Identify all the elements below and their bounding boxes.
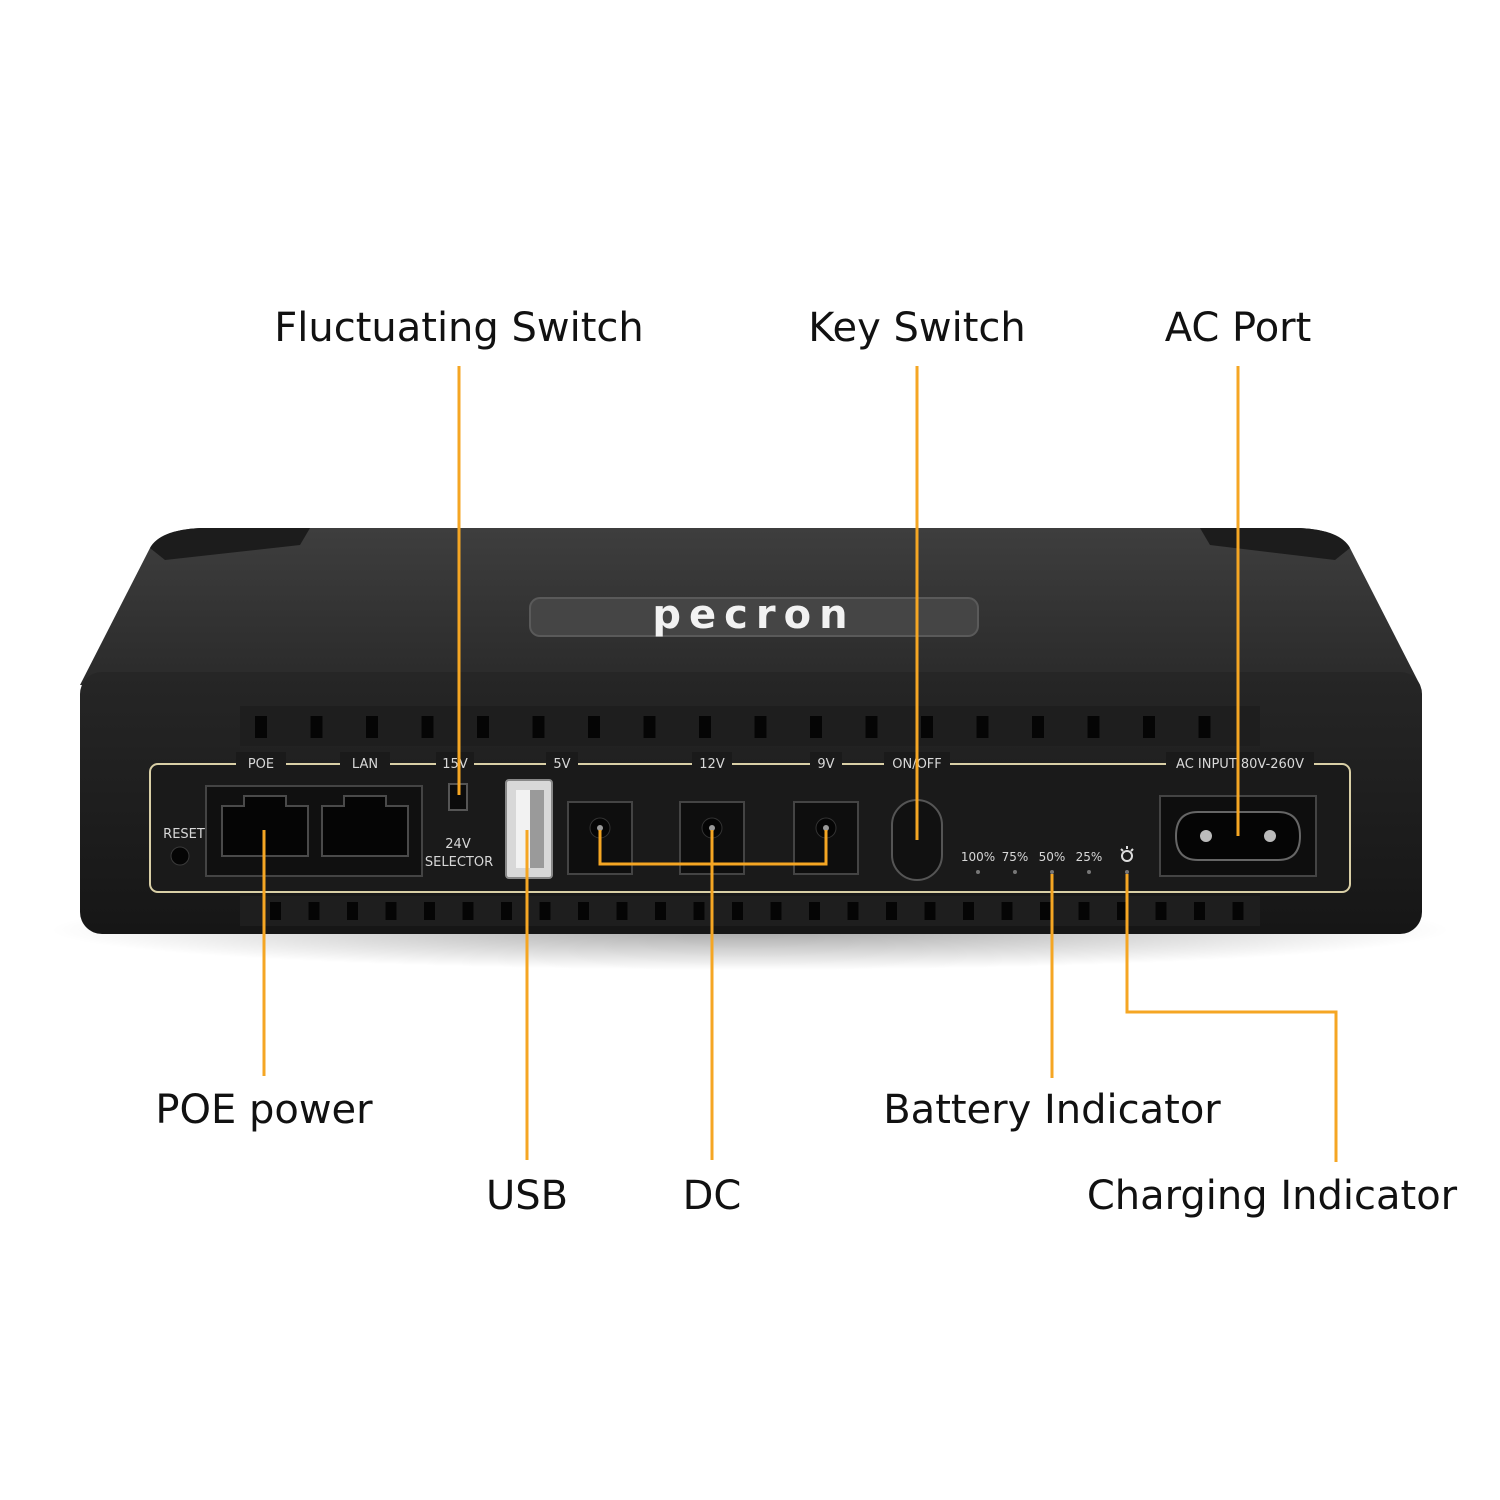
vent-slot xyxy=(1001,902,1013,920)
vent-slot xyxy=(347,902,358,920)
vent-slot xyxy=(366,716,378,738)
vent-slot xyxy=(809,902,820,920)
bottom-vent-band xyxy=(240,896,1260,926)
vent-slot xyxy=(693,902,705,920)
vent-slot xyxy=(270,902,281,920)
vent-slot xyxy=(699,716,711,738)
vent-slot xyxy=(865,716,878,738)
logo-badge xyxy=(529,597,979,637)
vent-slot xyxy=(1032,716,1044,738)
vent-slot xyxy=(385,902,397,920)
battery-indicator: 100% 75% 50% 25% xyxy=(961,850,1102,874)
vent-slot xyxy=(643,716,656,738)
label-poe: POE xyxy=(248,757,274,772)
label-lan: LAN xyxy=(352,757,378,772)
callout-poe-power: POE power xyxy=(155,1087,373,1133)
label-12v: 12V xyxy=(699,757,725,772)
callout-usb: USB xyxy=(485,1173,569,1219)
vent-slot xyxy=(1040,902,1051,920)
vent-slot xyxy=(1155,902,1167,920)
vent-slot xyxy=(578,902,589,920)
vent-slot xyxy=(539,902,551,920)
top-left-bumper xyxy=(150,528,310,560)
vent-slot xyxy=(255,716,267,738)
top-vents xyxy=(255,716,1211,738)
leader-charging-indicator xyxy=(1125,874,1338,1162)
vent-slot xyxy=(1143,716,1155,738)
reset-pinhole[interactable] xyxy=(170,846,190,866)
vent-slot xyxy=(477,716,489,738)
panel-labels: POE LAN 15V 5V 12V 9V ON/OFF AC INPUT 80… xyxy=(236,752,1314,772)
vent-slot xyxy=(770,902,782,920)
battery-level-100: 100% xyxy=(961,850,995,864)
vent-slot xyxy=(308,902,320,920)
vent-slot xyxy=(810,716,822,738)
vent-slot xyxy=(501,902,512,920)
battery-level-75: 75% xyxy=(1002,850,1029,864)
vent-slot xyxy=(976,716,989,738)
label-9v: 9V xyxy=(817,757,834,772)
poe-port[interactable] xyxy=(221,795,309,857)
vent-slot xyxy=(1194,902,1205,920)
leader-dc-bus xyxy=(598,830,828,866)
bottom-vents xyxy=(270,902,1244,920)
selector-label-text: SELECTOR xyxy=(425,855,493,870)
battery-level-25: 25% xyxy=(1076,850,1103,864)
vent-slot xyxy=(588,716,600,738)
callout-dc: DC xyxy=(682,1173,742,1219)
label-ac-input: AC INPUT 80V-260V xyxy=(1176,757,1304,772)
label-reset: RESET xyxy=(163,827,205,842)
vent-slot xyxy=(732,902,743,920)
callout-leader-lines xyxy=(262,366,1338,1162)
label-15v: 15V xyxy=(442,757,468,772)
vent-slot xyxy=(1117,902,1128,920)
vent-slot xyxy=(616,902,628,920)
vent-slot xyxy=(754,716,767,738)
vent-slot xyxy=(921,716,933,738)
vent-slot xyxy=(847,902,859,920)
vent-slot xyxy=(1232,902,1244,920)
callout-charging-indicator: Charging Indicator xyxy=(1086,1173,1458,1219)
battery-level-50: 50% xyxy=(1039,850,1066,864)
vent-slot xyxy=(924,902,936,920)
vent-slot xyxy=(421,716,434,738)
charging-bulb-icon xyxy=(1120,846,1134,874)
callout-battery-indicator: Battery Indicator xyxy=(883,1087,1221,1133)
lan-port[interactable] xyxy=(321,795,409,857)
vent-slot xyxy=(532,716,545,738)
callout-ac-port: AC Port xyxy=(1164,305,1312,351)
callout-fluctuating-switch: Fluctuating Switch xyxy=(274,305,644,351)
label-5v: 5V xyxy=(553,757,570,772)
callout-key-switch: Key Switch xyxy=(808,305,1026,351)
vent-slot xyxy=(963,902,974,920)
vent-slot xyxy=(886,902,897,920)
vent-slot xyxy=(310,716,323,738)
brand-logo: pecron xyxy=(652,592,855,638)
vent-slot xyxy=(1087,716,1100,738)
vent-slot xyxy=(424,902,435,920)
top-vent-band xyxy=(240,706,1260,746)
vent-slot xyxy=(1078,902,1090,920)
selector-label-24v: 24V xyxy=(445,837,471,852)
vent-slot xyxy=(655,902,666,920)
vent-slot xyxy=(1198,716,1211,738)
vent-slot xyxy=(462,902,474,920)
